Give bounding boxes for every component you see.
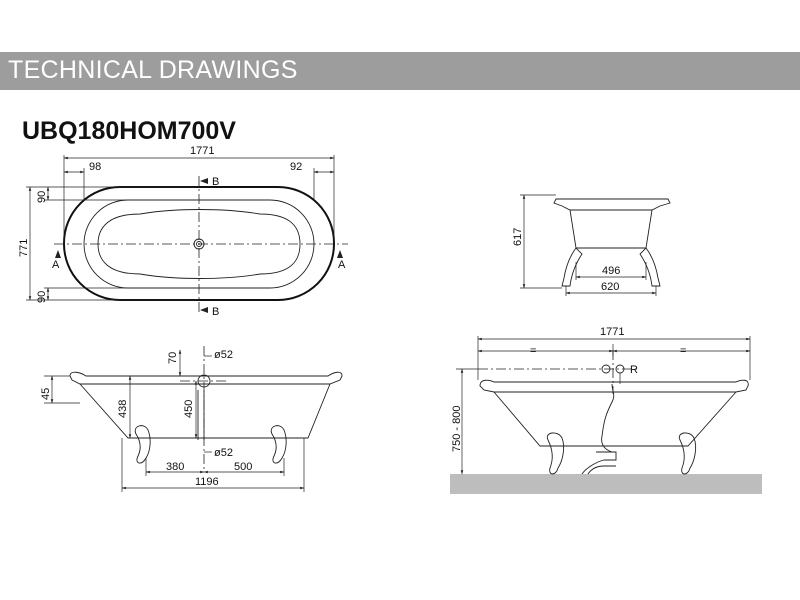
foot-left-end <box>561 247 583 287</box>
header-bar: TECHNICAL DRAWINGS <box>0 52 800 90</box>
dim-overflow-offset: 70 <box>167 352 179 364</box>
dim-rim-top: 90 <box>36 191 48 203</box>
dim-depth: 438 <box>117 400 129 418</box>
model-code: UBQ180HOM700V <box>22 117 236 145</box>
dim-rim-right: 92 <box>290 161 302 173</box>
page-title: TECHNICAL DRAWINGS <box>8 56 298 84</box>
equal-mark-left: = <box>530 345 536 357</box>
dim-rim-height: 45 <box>40 388 52 400</box>
dim-install-height: 750 - 800 <box>451 406 463 452</box>
dim-waste-left: 380 <box>166 461 184 473</box>
dim-base-length: 1196 <box>195 476 219 488</box>
dim-overflow-diameter: ø52 <box>214 349 233 361</box>
section-b-top: B <box>212 176 219 188</box>
dim-waste-diameter: ø52 <box>214 447 233 459</box>
section-a-right: A <box>338 259 346 271</box>
foot-right-end <box>639 247 661 287</box>
dim-end-height: 617 <box>512 228 524 246</box>
equal-mark-right: = <box>680 345 686 357</box>
installed-view: R 1771 = = 750 - 800 <box>450 326 762 494</box>
foot-left-side <box>134 425 151 464</box>
dim-plan-length: 1771 <box>190 145 214 157</box>
foot-left-installed <box>546 432 565 475</box>
dim-waste-right: 500 <box>234 461 252 473</box>
dim-feet-inner: 496 <box>602 265 620 277</box>
floor <box>450 474 762 494</box>
plan-view: 1771 98 92 771 90 90 A A B B <box>18 145 348 318</box>
dim-feet-outer: 620 <box>601 281 619 293</box>
side-section: 45 438 450 70 ø52 ø52 380 500 1196 <box>40 346 343 492</box>
foot-right-installed <box>678 432 697 475</box>
end-view: 617 496 620 <box>512 194 671 296</box>
section-a-left: A <box>52 259 60 271</box>
dim-installed-length: 1771 <box>600 326 624 338</box>
foot-right-side <box>270 425 287 464</box>
dim-rim-left: 98 <box>89 161 101 173</box>
overflow-label: R <box>630 364 638 376</box>
dim-rim-bottom: 90 <box>36 291 48 303</box>
dim-plan-width: 771 <box>18 239 30 257</box>
dim-overflow-height: 450 <box>183 400 195 418</box>
section-b-bottom: B <box>212 306 219 318</box>
